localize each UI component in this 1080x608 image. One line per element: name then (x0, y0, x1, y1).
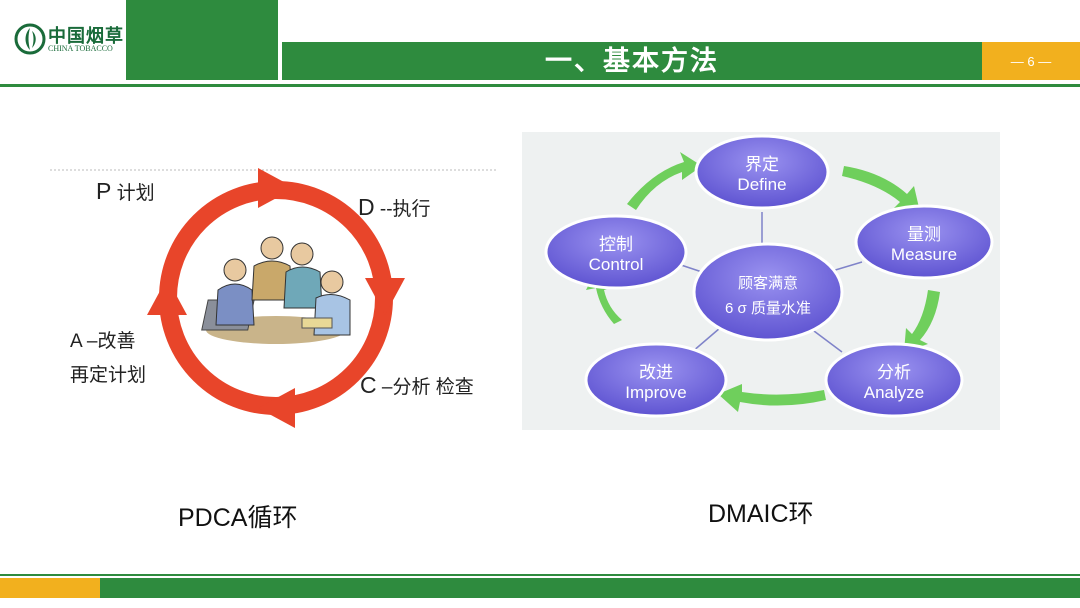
node-define: 界定 Define (706, 150, 818, 195)
page-number: — 6 — (1010, 54, 1052, 69)
dmaic-caption: DMAIC环 (708, 500, 814, 528)
arrow-right-icon (365, 278, 405, 315)
node-measure: 量测 Measure (866, 220, 982, 265)
title-bar (282, 42, 982, 80)
logo-area (0, 0, 126, 80)
node-define-shape (694, 134, 830, 210)
node-control: 控制 Control (556, 230, 676, 275)
pdca-act-label-line1: A –改善 (70, 331, 136, 352)
node-analyze: 分析 Analyze (836, 358, 952, 403)
header-divider (278, 0, 282, 80)
dmaic-cycle-graphic (544, 134, 994, 418)
node-measure-en: Measure (890, 245, 958, 264)
footer-rule (0, 574, 1080, 576)
node-center-shape (692, 242, 844, 342)
pdca-caption: PDCA循环 (178, 504, 298, 532)
node-control-en: Control (588, 255, 644, 274)
pdca-check-label: C –分析 检查 (360, 372, 474, 399)
arrow-bottom-icon (258, 388, 295, 428)
footer-green-bar (100, 578, 1080, 598)
node-center: 顾客满意 6 σ 质量水准 (698, 272, 838, 318)
header-green-block (126, 0, 278, 80)
footer-orange-bar (0, 578, 100, 598)
logo-text-en: CHINA TOBACCO (48, 44, 113, 53)
pdca-check-letter: C (360, 372, 377, 398)
pdca-do-label: D --执行 (358, 194, 431, 221)
pdca-do-letter: D (358, 194, 375, 220)
header-rule (0, 84, 1080, 87)
arrow-top-icon (258, 168, 295, 208)
node-improve-shape (584, 342, 728, 418)
node-center-line1: 顾客满意 (737, 275, 798, 292)
node-define-en: Define (737, 175, 787, 194)
dmaic-diagram: 界定 Define 量测 Measure 分析 Analyze 改进 Impro… (522, 132, 1000, 430)
node-improve-cn: 改进 (639, 363, 673, 382)
node-analyze-shape (824, 342, 964, 418)
node-analyze-en: Analyze (863, 383, 925, 402)
pdca-cycle-graphic (50, 168, 498, 428)
node-measure-cn: 量测 (907, 225, 941, 244)
node-control-cn: 控制 (599, 235, 633, 254)
pdca-do-text: --执行 (379, 199, 431, 220)
pdca-plan-text: 计划 (116, 183, 155, 204)
pdca-act-label-line2: 再定计划 (70, 365, 147, 386)
node-center-line2: 6 σ 质量水准 (725, 300, 811, 317)
node-improve: 改进 Improve (596, 358, 716, 403)
page-number-block (982, 42, 1080, 80)
logo-text-cn: 中国烟草 (48, 26, 124, 46)
node-improve-en: Improve (625, 383, 687, 402)
china-tobacco-logo-icon (14, 23, 46, 55)
pdca-diagram: P 计划 D --执行 C –分析 检查 A –改善 再定计划 (40, 150, 500, 450)
node-define-cn: 界定 (745, 155, 779, 174)
node-measure-shape (854, 204, 994, 280)
pdca-plan-letter: P (96, 178, 112, 204)
pdca-plan-label: P 计划 (96, 178, 155, 205)
arrow-left-icon (147, 278, 187, 315)
node-control-shape (544, 214, 688, 290)
team-meeting-illustration (201, 236, 351, 344)
pdca-check-text: –分析 检查 (381, 377, 474, 398)
page-title: 一、基本方法 (545, 46, 719, 76)
node-analyze-cn: 分析 (877, 363, 911, 382)
